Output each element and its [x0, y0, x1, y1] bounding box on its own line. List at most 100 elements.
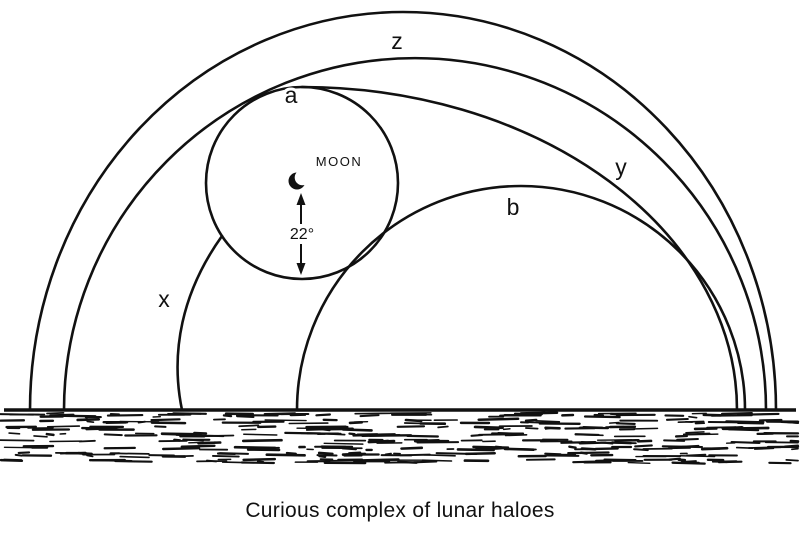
ground-hatch-stroke — [727, 426, 770, 430]
ground-hatch-stroke — [665, 417, 689, 421]
ground-hatch-stroke — [376, 439, 390, 443]
ground-hatch-stroke — [636, 439, 653, 443]
ground-hatch-stroke — [583, 415, 621, 419]
ground-hatch-stroke — [633, 448, 649, 452]
ground-hatch-stroke — [517, 448, 537, 451]
ground-hatch-stroke — [676, 437, 699, 441]
ground-hatch-stroke — [17, 451, 31, 454]
ground-hatch-stroke — [218, 452, 250, 455]
22-degree-halo-circle — [204, 85, 400, 281]
outer-halo-arc-z-outer — [28, 10, 778, 412]
ground-hatch-stroke — [248, 446, 280, 450]
ground-hatch-stroke — [524, 418, 538, 423]
ground-hatch-stroke — [8, 432, 21, 435]
ground-hatch-stroke — [615, 422, 636, 425]
ground-hatch-stroke — [421, 459, 453, 462]
moon-label: MOON — [316, 154, 362, 169]
ground-hatch-stroke — [323, 442, 364, 445]
ground-hatch-stroke — [599, 441, 614, 445]
ground-hatch-stroke — [594, 447, 619, 451]
ground-hatch-stroke — [396, 425, 426, 428]
ground-hatch-stroke — [681, 444, 700, 448]
ground-hatch-stroke — [470, 433, 484, 437]
ground-hatch-stroke — [318, 454, 327, 459]
ground-hatch-stroke — [406, 434, 439, 438]
ground-hatch-stroke — [477, 417, 520, 421]
outer-halo-arc-z-inner — [62, 56, 768, 412]
ground-hatch-stroke — [627, 461, 651, 465]
ground-hatch-stroke — [264, 419, 307, 422]
ground-hatch-stroke — [180, 444, 216, 448]
ground-hatch-stroke — [580, 441, 589, 445]
ground-hatch-stroke — [574, 433, 604, 437]
ground-hatch-stroke — [528, 421, 548, 424]
ground-hatch-stroke — [193, 431, 208, 435]
ground-hatch-stroke — [679, 455, 716, 458]
ground-hatch-stroke — [14, 453, 23, 457]
ground-hatch-stroke — [317, 451, 334, 456]
ground-hatch-stroke — [730, 440, 761, 444]
crescent-moon-icon — [288, 169, 311, 190]
ground-hatch-stroke — [474, 447, 487, 451]
ground-hatch-stroke — [688, 415, 698, 419]
ground-hatch-stroke — [222, 414, 233, 418]
ground-hatch-stroke — [85, 427, 118, 431]
ground-hatch-stroke — [580, 447, 597, 451]
ground-hatch-stroke — [785, 459, 799, 462]
ground-hatch-stroke — [404, 418, 423, 423]
arrow-down-head — [296, 263, 306, 275]
ground-hatch-stroke — [285, 451, 297, 455]
ground-hatch-stroke — [361, 433, 401, 438]
ground-hatch-stroke — [348, 451, 362, 455]
ground-hatch-stroke — [472, 445, 510, 449]
double-headed-vertical-arrow — [296, 193, 306, 275]
label-x: x — [158, 286, 170, 312]
ground-hatch-stroke — [78, 439, 96, 443]
arrow-up-head — [296, 193, 306, 205]
label-a: a — [285, 82, 298, 108]
ground-hatch-stroke — [242, 457, 277, 462]
ground-hatch-stroke — [413, 439, 440, 443]
angle-label: 22° — [290, 226, 314, 243]
ground-hatch-stroke — [568, 445, 577, 449]
ground-hatch-stroke — [359, 414, 380, 418]
figure-caption: Curious complex of lunar haloes — [245, 499, 554, 522]
ground-hatch-stroke — [737, 412, 780, 416]
ground-hatch-stroke — [106, 414, 144, 417]
ground-hatch-stroke — [315, 413, 331, 417]
ground-hatch-stroke — [633, 427, 659, 430]
ground-hatch-stroke — [735, 446, 754, 450]
ground-hatch-stroke — [33, 435, 48, 438]
ground-hatch-stroke — [80, 418, 89, 422]
ground-hatch-stroke — [544, 426, 561, 430]
ground-hatch-stroke — [791, 447, 799, 451]
ground-hatch-stroke — [86, 420, 95, 424]
ground-hatch-stroke — [240, 461, 275, 465]
ground-hatch-stroke — [671, 461, 706, 465]
ground-hatch-stroke — [137, 420, 146, 424]
ground-hatch-stroke — [608, 421, 620, 424]
tangent-arc-y — [300, 85, 739, 412]
ground-hatch-stroke — [504, 434, 528, 437]
ground-hatch-stroke — [188, 441, 210, 444]
ground-hatch-stroke — [236, 415, 255, 418]
ground-hatch-stroke — [579, 451, 588, 455]
halo-arc-b — [295, 184, 747, 412]
ground-hatch-stroke — [677, 458, 687, 462]
ground-hatch-stroke — [502, 428, 511, 431]
ground-hatch-stroke — [747, 446, 782, 449]
ground-hatch-stroke — [46, 412, 65, 415]
ground-hatch-stroke — [702, 413, 723, 417]
ground-hatch-stroke — [535, 420, 561, 423]
ground-hatch-stroke — [464, 451, 496, 456]
ground-hatch-stroke — [437, 425, 449, 429]
label-b: b — [507, 194, 520, 220]
ground-hatch-stroke — [45, 432, 55, 437]
ground-hatch-stroke — [400, 446, 424, 450]
moon-bite — [294, 169, 311, 186]
tangent-arc-x — [176, 234, 224, 412]
ground-hatch-stroke — [536, 411, 546, 414]
ground-hatch-stroke — [685, 431, 705, 434]
ground-hatch-stroke — [0, 458, 24, 463]
